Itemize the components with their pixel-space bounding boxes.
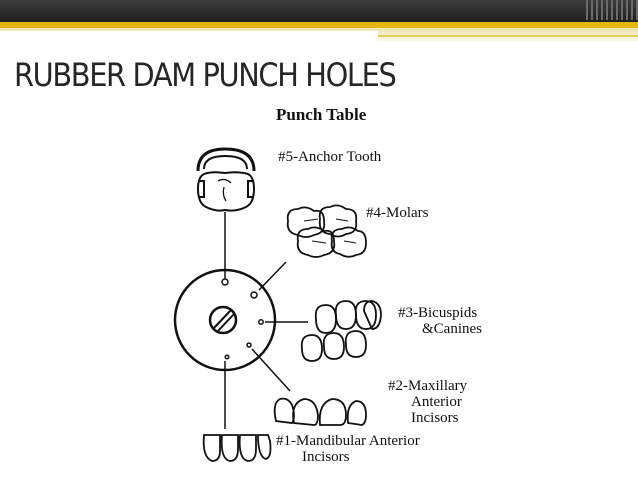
molar-upper-left — [286, 206, 326, 238]
leader-molars — [258, 261, 287, 291]
bicuspid-3 — [354, 300, 377, 330]
label-anchor-tooth: #5-Anchor Tooth — [278, 149, 382, 165]
punch-table-diagram: Punch Table — [173, 105, 482, 465]
slide-title: RUBBER DAM PUNCH HOLES — [14, 56, 397, 94]
mandibular-incisor-2 — [220, 434, 239, 462]
clamp-bow — [196, 147, 256, 172]
hole-2-maxillary — [246, 342, 252, 348]
mandibular-incisor-teeth — [202, 434, 272, 462]
top-accent-band — [0, 22, 638, 28]
mandibular-incisor-1 — [202, 434, 221, 462]
label-maxillary: #2-Maxillary — [388, 378, 468, 394]
slide-top-bar — [0, 0, 638, 41]
bicuspid-4 — [363, 300, 382, 330]
maxillary-incisor-teeth — [273, 397, 367, 426]
clamp-jaws — [198, 180, 254, 198]
anchor-tooth-fissure — [217, 178, 232, 202]
figure-heading: Punch Table — [276, 105, 367, 124]
bicuspid-1 — [314, 304, 337, 334]
label-molars: #4-Molars — [366, 205, 429, 221]
hole-4-molars — [250, 291, 258, 299]
punch-table-figure: Punch Table — [168, 99, 484, 471]
molar-lower-left — [296, 226, 336, 258]
mandibular-incisor-4 — [257, 434, 272, 460]
label-canines: &Canines — [422, 321, 482, 337]
bicuspid-2 — [334, 300, 357, 330]
right-accent-line — [378, 35, 638, 37]
molar-grooves — [303, 218, 357, 244]
top-dark-band — [0, 0, 638, 22]
leader-lines — [224, 212, 308, 429]
maxillary-incisor-4 — [346, 400, 367, 426]
hole-3-bicuspids — [258, 319, 264, 325]
canine-1 — [300, 334, 323, 362]
canine-2 — [322, 332, 345, 360]
label-mandibular: #1-Mandibular Anterior — [276, 433, 420, 449]
top-right-stripes — [586, 0, 638, 20]
label-bicuspids: #3-Bicuspids — [398, 305, 477, 321]
molar-upper-right — [318, 204, 358, 238]
anchor-tooth-clamp — [196, 147, 256, 212]
punch-plate-slot — [212, 309, 232, 330]
mandibular-incisor-3 — [238, 434, 257, 462]
anchor-tooth-crown — [196, 171, 256, 212]
clamp-bow-inner — [203, 154, 248, 170]
maxillary-incisor-3 — [318, 398, 347, 426]
molar-teeth — [286, 204, 367, 258]
molar-lower-right — [330, 226, 367, 258]
top-pale-band — [0, 28, 638, 31]
hole-5-anchor — [221, 278, 229, 286]
canine-3 — [344, 330, 367, 358]
label-maxillary-anterior: Anterior — [411, 394, 462, 410]
hole-1-mandibular — [224, 354, 230, 360]
leader-maxillary — [251, 348, 291, 392]
punch-holes — [221, 278, 264, 360]
punch-plate-center — [208, 305, 238, 335]
label-maxillary-incisors: Incisors — [411, 410, 459, 426]
punch-plate-slot-2 — [216, 313, 235, 333]
maxillary-incisor-2 — [292, 398, 319, 426]
bicuspid-canine-teeth — [300, 300, 382, 362]
label-mandibular-incisors: Incisors — [302, 449, 350, 465]
maxillary-incisor-1 — [273, 397, 295, 424]
